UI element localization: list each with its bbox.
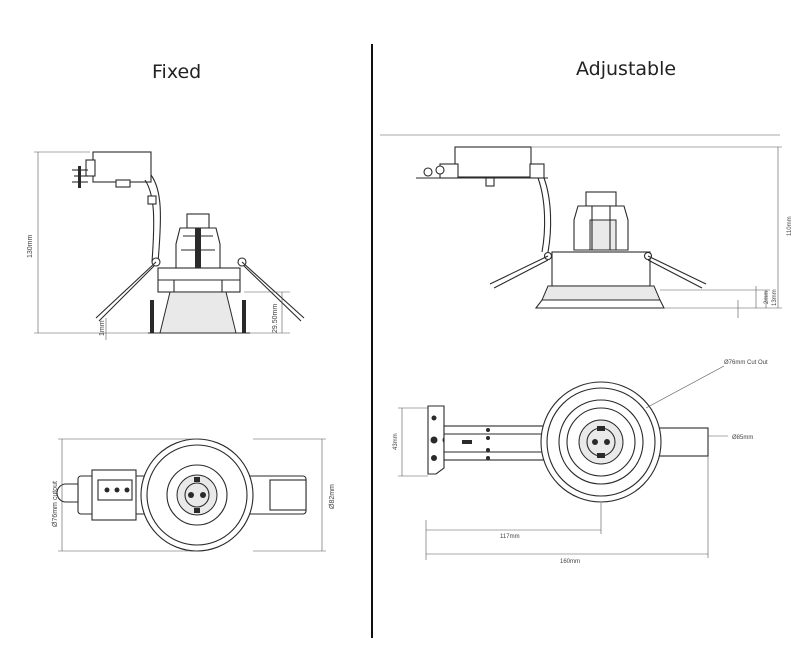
fixed-lip-dim: 1mm bbox=[99, 320, 106, 336]
adj-width160-dim: 160mm bbox=[560, 559, 580, 565]
adj-height-dim: 110mm bbox=[787, 216, 793, 236]
adjustable-top-view bbox=[398, 365, 728, 560]
fixed-height-dim: 130mm bbox=[27, 234, 34, 258]
adjustable-heading: Adjustable bbox=[576, 58, 677, 80]
adj-height43-dim: 43mm bbox=[393, 433, 399, 450]
adj-small2-dim: 13mm bbox=[772, 289, 778, 306]
fixed-side-view bbox=[34, 151, 305, 340]
adj-cutout-dim: Ø76mm Cut Out bbox=[724, 360, 768, 366]
adj-diameter-dim: Ø85mm bbox=[732, 435, 753, 441]
fixed-top-view bbox=[56, 438, 326, 552]
fixed-cutout-dim: Ø76mm cutout bbox=[52, 481, 59, 527]
fixed-heading: Fixed bbox=[152, 61, 202, 83]
fixed-diameter-dim: Ø82mm bbox=[329, 484, 336, 509]
adj-small1-dim: 2mm bbox=[764, 291, 770, 304]
adj-width117-dim: 117mm bbox=[500, 534, 520, 540]
fixed-depth-dim: 29.50mm bbox=[272, 304, 279, 333]
adjustable-side-view bbox=[380, 134, 782, 318]
